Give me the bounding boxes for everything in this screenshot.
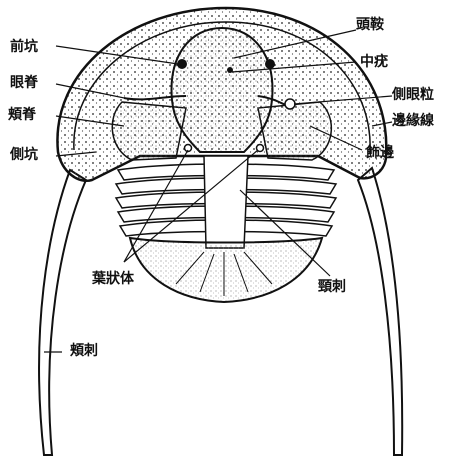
anterior-pit-left	[177, 59, 187, 69]
label-neck-spine: 頸刺	[318, 280, 346, 294]
label-lateral-pit: 側坑	[10, 148, 38, 162]
label-eye-ridge: 眼脊	[10, 76, 38, 90]
glabella-shape	[172, 28, 273, 152]
left-genal-spine	[39, 170, 86, 455]
label-leaf-body: 葉狀体	[92, 272, 134, 286]
label-lateral-eye-tubercle: 側眼粒	[392, 88, 434, 102]
label-median-tubercle: 中疣	[360, 55, 388, 69]
axial-lobe	[204, 156, 248, 248]
label-genal-spine: 頬刺	[70, 344, 98, 358]
pygidium	[130, 238, 322, 302]
label-cheek-ridge: 頬脊	[8, 108, 36, 122]
label-border-line: 邊緣線	[392, 114, 434, 128]
lateral-eye-tubercle	[285, 99, 295, 109]
label-fringe: 飾邊	[366, 146, 394, 160]
anterior-pit-right	[265, 59, 275, 69]
right-genal-spine	[358, 168, 402, 455]
label-anterior-pit: 前坑	[10, 40, 38, 54]
label-glabella: 頭鞍	[356, 18, 384, 32]
